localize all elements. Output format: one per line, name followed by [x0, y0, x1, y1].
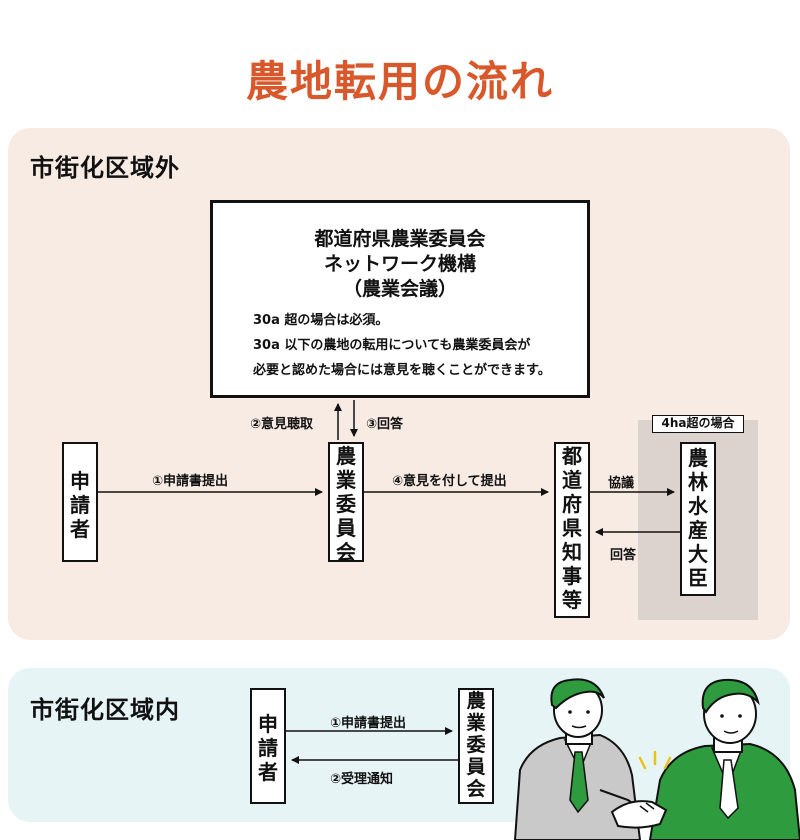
arrow-label-submit: ①申請書提出 [152, 474, 229, 489]
committee-note-3: 必要と認めた場合には意見を聴くことができます。 [253, 363, 551, 378]
committee-network-line1: 都道府県農業委員会 [314, 228, 486, 250]
inside-arrow-label-notice: ②受理通知 [330, 772, 394, 787]
panel-inside-label: 市街化区域内 [30, 696, 180, 724]
arrow-label-answer: 回答 [610, 548, 637, 563]
committee-network-box: 都道府県農業委員会 ネットワーク機構 （農業会議） 30a 超の場合は必須。 3… [210, 200, 590, 398]
arrow-label-reply: ③回答 [366, 417, 404, 432]
minister-label: 農林水産大臣 [688, 446, 708, 590]
arrow-label-hearing: ②意見聴取 [250, 417, 314, 432]
agri-committee-label: 農業委員会 [336, 444, 356, 564]
inside-agri-committee-box: 農業委員会 [458, 688, 494, 804]
arrow-label-forward: ④意見を付して提出 [392, 474, 507, 489]
businessman-right-icon [648, 678, 800, 840]
sparkle-icon [638, 750, 672, 770]
inside-agri-committee-label: 農業委員会 [466, 690, 486, 800]
committee-note-1: 30a 超の場合は必須。 [253, 313, 389, 328]
arrow-label-consult: 協議 [608, 476, 635, 491]
governor-box: 都道府県知事等 [554, 442, 590, 618]
agri-committee-box: 農業委員会 [328, 442, 364, 564]
panel-outside-label: 市街化区域外 [30, 154, 180, 182]
committee-network-line2: ネットワーク機構 [323, 253, 476, 275]
committee-network-line3: （農業会議） [342, 278, 457, 300]
handshake-icon [610, 800, 668, 829]
applicant-box: 申請者 [62, 442, 98, 562]
inside-arrow-label-submit: ①申請書提出 [330, 716, 407, 731]
page-title: 農地転用の流れ [245, 57, 554, 106]
inside-applicant-box: 申請者 [250, 688, 286, 804]
applicant-label: 申請者 [70, 469, 90, 541]
minister-box: 農林水産大臣 [680, 442, 716, 596]
committee-note-2: 30a 以下の農地の転用についても農業委員会が [253, 338, 531, 353]
businessman-left-icon [513, 678, 646, 840]
inside-applicant-label: 申請者 [258, 712, 278, 784]
over-4ha-tag: 4ha超の場合 [652, 415, 744, 433]
governor-label: 都道府県知事等 [562, 444, 582, 612]
